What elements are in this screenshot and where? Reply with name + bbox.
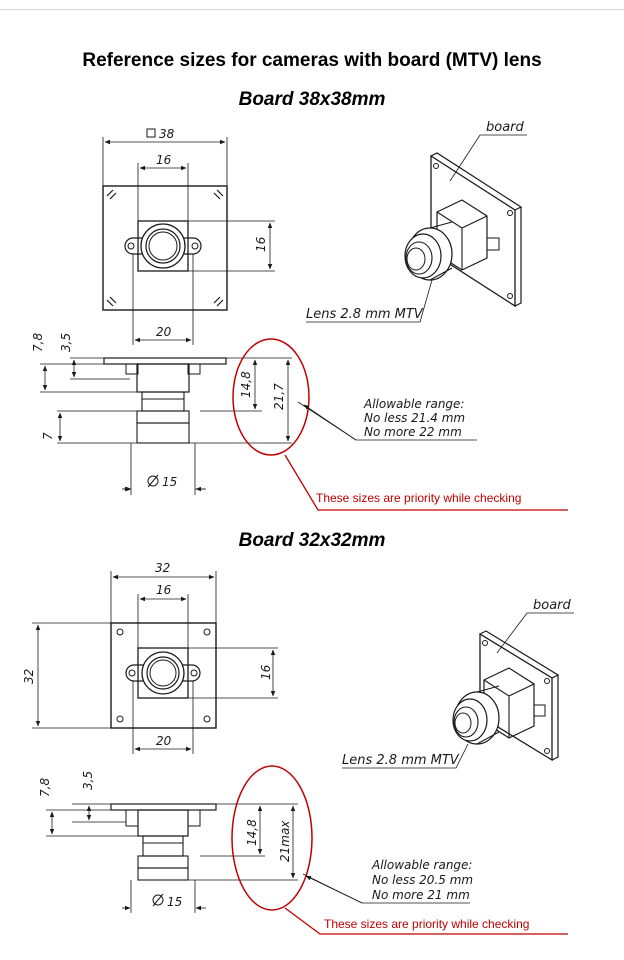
board-32-isometric: board Lens 2.8 mm MTV bbox=[342, 598, 574, 769]
dim-38-offset-2: 3,5 bbox=[59, 333, 73, 352]
board-38-priority-note: These sizes are priority while checking bbox=[316, 491, 521, 505]
board-38-side-view: 7,8 3,5 7 14,8 21,7 15 These sizes are p… bbox=[31, 333, 568, 511]
dim-38-offset-3: 7 bbox=[41, 432, 55, 440]
board-38-lens-label: Lens 2.8 mm MTV bbox=[306, 307, 424, 322]
board-32-heading: Board 32x32mm bbox=[238, 530, 386, 551]
top-divider bbox=[0, 9, 624, 10]
board-32-range-max: No more 21 mm bbox=[372, 888, 470, 902]
board-32-lens-label: Lens 2.8 mm MTV bbox=[342, 753, 460, 768]
board-38-board-label: board bbox=[486, 120, 525, 135]
board-38-range-title: Allowable range: bbox=[363, 397, 464, 411]
dim-32-center-height: 16 bbox=[259, 664, 273, 680]
dim-32-offset-1: 7,8 bbox=[38, 778, 52, 797]
board-32-front-view: 32 16 32 16 20 bbox=[22, 561, 278, 754]
board-38-range-max: No more 22 mm bbox=[364, 425, 462, 439]
dim-38-height-1: 14,8 bbox=[239, 371, 253, 398]
dim-38-height-2: 21,7 bbox=[272, 383, 286, 410]
dim-38-center-height: 16 bbox=[254, 236, 268, 252]
dim-32-left-height: 32 bbox=[22, 669, 36, 684]
dim-32-center-width: 16 bbox=[156, 583, 172, 597]
page-title: Reference sizes for cameras with board (… bbox=[82, 50, 542, 71]
board-38-heading: Board 38x38mm bbox=[238, 89, 386, 110]
board-32-priority-note: These sizes are priority while checking bbox=[324, 917, 529, 931]
dim-32-height-2: 21max bbox=[278, 820, 292, 862]
dim-38-center-width: 16 bbox=[156, 153, 172, 167]
dim-32-bottom-width: 20 bbox=[156, 734, 172, 748]
board-38-isometric: board Lens 2.8 mm MTV bbox=[306, 120, 527, 323]
dim-38-offset-1: 7,8 bbox=[31, 333, 45, 352]
dim-38-width: 38 bbox=[159, 127, 175, 141]
board-38-range-min: No less 21.4 mm bbox=[364, 411, 465, 425]
dim-38-bottom-width: 20 bbox=[156, 325, 172, 339]
board-38-front-view: 38 16 16 20 bbox=[102, 127, 275, 345]
dim-32-diameter: 15 bbox=[167, 895, 182, 909]
board-32-range-min: No less 20.5 mm bbox=[372, 873, 473, 887]
dim-32-offset-2: 3,5 bbox=[81, 771, 95, 790]
dim-32-width: 32 bbox=[155, 561, 170, 575]
board-32-range-title: Allowable range: bbox=[371, 858, 472, 872]
dim-38-diameter: 15 bbox=[162, 475, 177, 489]
board-32-side-view: 7,8 3,5 14,8 21max 15 These sizes are pr… bbox=[38, 765, 568, 935]
dim-32-height-1: 14,8 bbox=[245, 819, 259, 846]
board-32-board-label: board bbox=[533, 598, 572, 613]
